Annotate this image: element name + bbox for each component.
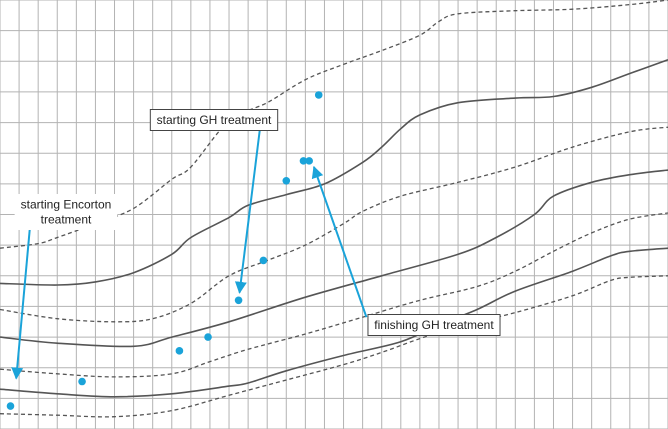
percentile-curve-6-solid [0, 59, 668, 286]
annotation-box [367, 314, 501, 336]
annotation-arrow [311, 165, 368, 318]
points-layer [6, 91, 323, 410]
annotation-label: starting Encorton [21, 198, 112, 212]
annotation-callout: starting GH treatment [149, 109, 279, 131]
measurement-point [6, 402, 15, 410]
measurement-point [234, 296, 243, 305]
percentile-curve-5-dashed [0, 126, 668, 323]
measurement-point [204, 333, 212, 341]
measurement-point [299, 157, 308, 165]
annotation-label: starting GH treatment [157, 113, 272, 127]
percentile-curve-4-solid [0, 169, 668, 348]
measurement-point [78, 377, 86, 386]
annotation-arrow [11, 220, 32, 380]
annotation-box [149, 109, 279, 131]
callouts-layer: starting GH treatment starting Encortontr… [11, 109, 501, 380]
percentile-curve-3-dashed [0, 212, 668, 378]
measurement-point [175, 347, 184, 355]
curves-layer [0, 0, 668, 418]
annotation-box [14, 194, 118, 230]
measurement-point [282, 176, 291, 185]
measurement-point [314, 91, 323, 99]
annotation-label: finishing GH treatment [374, 318, 494, 332]
percentile-curve-2-solid [0, 247, 668, 398]
annotation-arrow [234, 116, 263, 294]
annotation-callout: finishing GH treatment [367, 314, 501, 336]
measurement-point [259, 256, 268, 265]
measurement-point [305, 157, 313, 165]
annotation-label: treatment [41, 213, 92, 227]
